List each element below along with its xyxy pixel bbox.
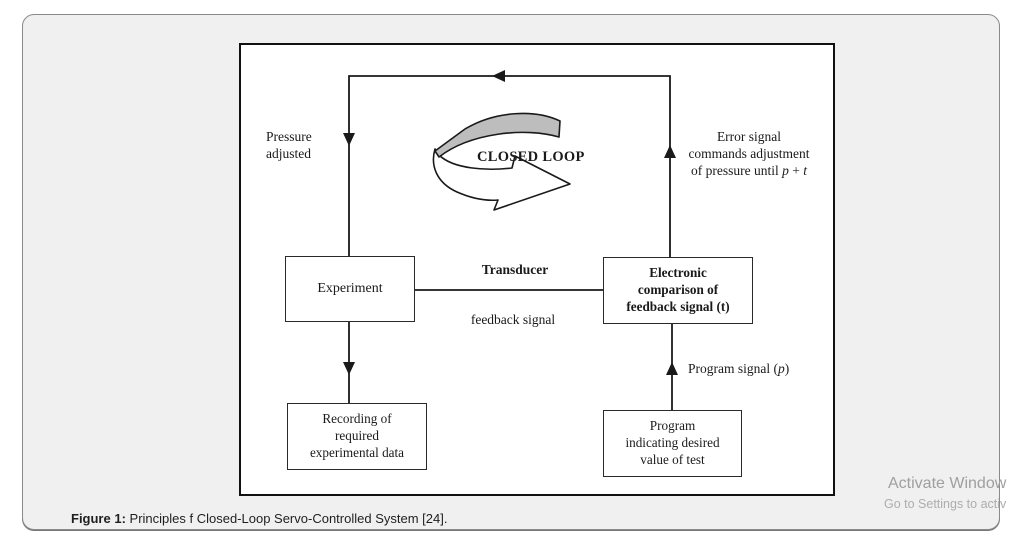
go-to-settings-watermark: Go to Settings to activ — [884, 497, 1007, 511]
transducer-label: Transducer — [481, 262, 549, 277]
activate-windows-watermark: Activate Window — [888, 475, 1007, 492]
connector-lines — [343, 70, 678, 410]
figure-caption: Figure 1: Principles f Closed-Loop Servo… — [71, 511, 447, 526]
electronic-comparison-box: Electronic comparison of feedback signal… — [603, 257, 753, 324]
figure-caption-label: Figure 1: — [71, 511, 126, 526]
experiment-box: Experiment — [285, 256, 415, 322]
closed-loop-diagram: CLOSED LOOP Pressure adjusted Error sign… — [239, 43, 835, 496]
program-signal-label: Program signal (p) — [688, 361, 790, 376]
feedback-signal-label: feedback signal — [470, 312, 556, 327]
figure-caption-text: Principles f Closed-Loop Servo-Controlle… — [125, 511, 448, 526]
figure-card: CLOSED LOOP Pressure adjusted Error sign… — [22, 14, 1000, 530]
closed-loop-ribbon-arrow-icon — [432, 112, 571, 211]
error-signal-label: Error signal commands adjustment of pres… — [688, 129, 810, 178]
closed-loop-label: CLOSED LOOP — [477, 149, 585, 165]
pressure-adjusted-label: Pressure adjusted — [266, 129, 312, 161]
recording-box: Recording of required experimental data — [287, 403, 427, 470]
program-box: Program indicating desired value of test — [603, 410, 742, 477]
